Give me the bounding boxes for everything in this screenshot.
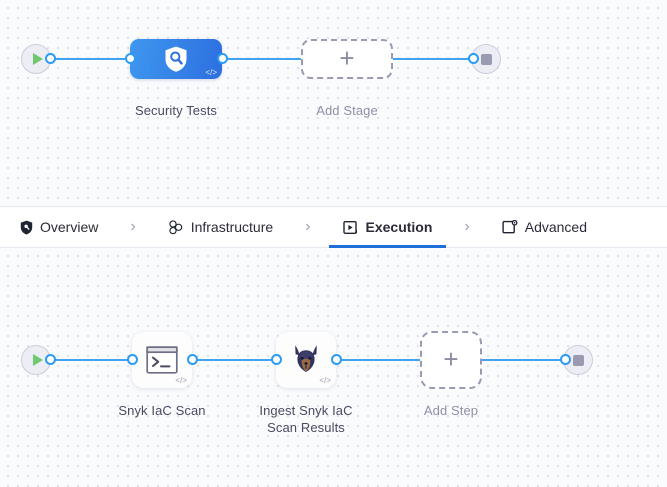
connector-line-start-to-step1	[48, 359, 132, 361]
add-step-label: Add Step	[423, 403, 479, 418]
code-badge: </>	[319, 376, 331, 385]
plus-icon: +	[443, 344, 459, 374]
add-stage-button[interactable]: +	[301, 39, 393, 79]
connector-dot-stage-out[interactable]	[217, 53, 228, 64]
connector-dot-step2-in[interactable]	[271, 354, 282, 365]
card-gear-icon	[502, 219, 518, 235]
play-icon	[32, 354, 43, 366]
connector-line-step2-to-add	[336, 359, 420, 361]
tab-separator-2: ›	[305, 218, 311, 235]
add-stage-label: Add Stage	[316, 103, 378, 118]
code-badge: </>	[205, 68, 217, 77]
connector-line-step1-to-step2	[192, 359, 280, 361]
step-label-ingest-snyk-results: Ingest Snyk IaC Scan Results	[226, 402, 386, 436]
connector-dot-start-out[interactable]	[45, 53, 56, 64]
tab-label-advanced: Advanced	[524, 219, 588, 235]
tab-advanced[interactable]: Advanced	[500, 206, 589, 248]
step-label-snyk-iac-scan: Snyk IaC Scan	[118, 403, 206, 418]
step-canvas[interactable]: </> Snyk IaC Scan </> Ing	[0, 248, 667, 487]
tab-overview[interactable]: Overview	[18, 206, 100, 248]
connector-line-stage-to-add	[222, 58, 304, 60]
nodes-cluster-icon	[168, 219, 184, 235]
code-badge: </>	[175, 376, 187, 385]
plus-icon: +	[339, 43, 355, 73]
connector-dot-step2-out[interactable]	[331, 354, 342, 365]
stop-icon	[572, 354, 584, 366]
section-tabbar[interactable]: Overview › Infrastructure ›	[0, 206, 667, 248]
shield-icon	[20, 220, 33, 235]
step-label-line-2: Scan Results	[267, 420, 345, 435]
connector-line-add-to-end	[481, 359, 567, 361]
connector-line-add-to-end	[389, 58, 475, 60]
tab-label-infrastructure: Infrastructure	[190, 219, 274, 235]
connector-dot-end-in[interactable]	[468, 53, 479, 64]
stop-icon	[480, 53, 492, 65]
step-node-snyk-iac-scan[interactable]: </>	[132, 332, 192, 388]
stage-node-security-tests[interactable]: </>	[130, 39, 222, 79]
step-node-ingest-snyk-results[interactable]: </>	[276, 332, 336, 388]
snyk-doberman-icon	[295, 345, 317, 372]
play-box-icon	[342, 220, 359, 235]
connector-dot-stage-in[interactable]	[125, 53, 136, 64]
tab-separator-1: ›	[130, 218, 136, 235]
shield-search-icon	[165, 46, 187, 72]
connector-dot-start-out[interactable]	[45, 354, 56, 365]
stage-canvas[interactable]: </> Security Tests + Add Stage	[0, 0, 667, 206]
connector-dot-step1-in[interactable]	[127, 354, 138, 365]
tab-label-overview: Overview	[40, 219, 99, 235]
tab-label-execution: Execution	[365, 219, 433, 235]
add-step-button[interactable]: +	[420, 331, 482, 389]
tab-infrastructure[interactable]: Infrastructure	[166, 206, 275, 248]
tab-execution[interactable]: Execution	[328, 206, 447, 248]
connector-dot-end-in[interactable]	[560, 354, 571, 365]
stage-label-security-tests: Security Tests	[134, 103, 218, 118]
tab-separator-3: ›	[464, 218, 470, 235]
step-label-line-1: Ingest Snyk IaC	[259, 403, 353, 418]
connector-dot-step1-out[interactable]	[187, 354, 198, 365]
play-icon	[32, 53, 43, 65]
terminal-icon	[146, 346, 178, 374]
connector-line-start-to-stage	[48, 58, 133, 60]
